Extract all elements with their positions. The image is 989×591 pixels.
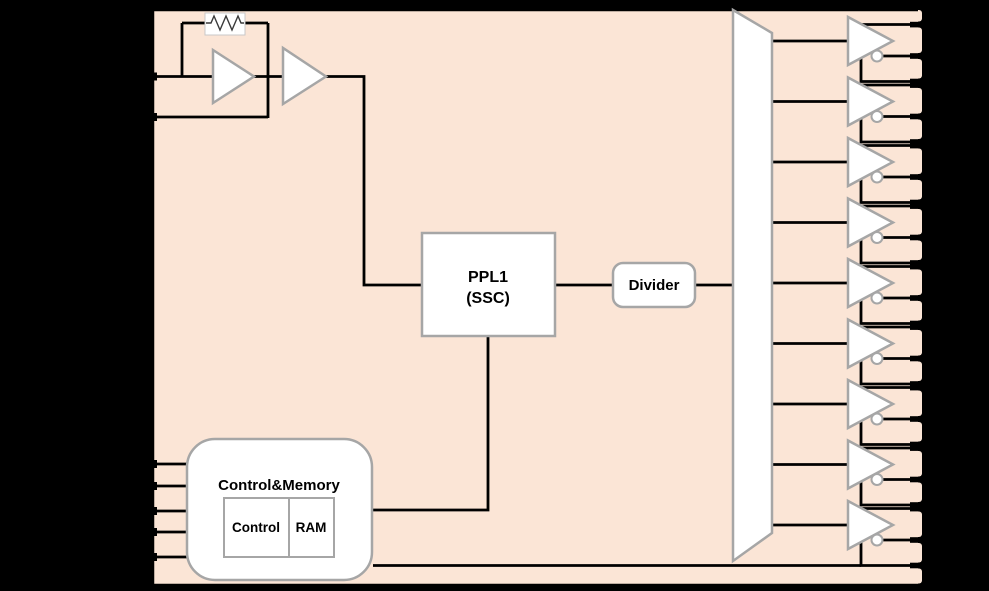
main-wires bbox=[373, 283, 861, 567]
divider-label: Divider bbox=[629, 277, 680, 294]
oscillator-section bbox=[150, 12, 422, 287]
osc-amp-triangle-icon bbox=[211, 47, 257, 106]
left-pins bbox=[149, 72, 190, 561]
control-to-pll-wire bbox=[373, 337, 490, 512]
control-ram-box bbox=[223, 497, 335, 558]
pin-pad bbox=[149, 528, 157, 536]
pin-pad bbox=[149, 113, 157, 121]
osc-to-pll-wire bbox=[325, 75, 422, 287]
pin-pad bbox=[149, 553, 157, 561]
pin-pad bbox=[149, 72, 157, 81]
divider-box bbox=[611, 261, 697, 309]
output-buffer-bank bbox=[770, 10, 924, 584]
pin-pad bbox=[149, 482, 157, 490]
ram-sub-label: RAM bbox=[296, 520, 327, 535]
divider-block: Divider bbox=[611, 261, 697, 309]
resistor bbox=[204, 12, 246, 36]
control-sub-label: Control bbox=[232, 520, 280, 535]
chip-border bbox=[148, 6, 918, 589]
control-memory-block: Control&Memory Control RAM bbox=[185, 437, 374, 582]
pin-pad bbox=[149, 460, 157, 468]
resistor-zigzag-icon bbox=[206, 14, 244, 32]
control-memory-title: Control&Memory bbox=[218, 477, 340, 494]
pll-label-line1: PPL1 bbox=[468, 269, 508, 286]
pin-tab bbox=[906, 568, 922, 584]
pll-label-line2: (SSC) bbox=[466, 290, 510, 307]
fanout-trapezoid-icon bbox=[731, 7, 774, 564]
pin-tab bbox=[906, 10, 922, 22]
pll-box bbox=[420, 231, 557, 338]
pin-pad bbox=[149, 507, 157, 515]
osc-buffer-triangle-icon bbox=[281, 45, 329, 107]
pll-block: PPL1 (SSC) bbox=[420, 231, 557, 338]
resistor-body bbox=[204, 12, 246, 36]
control-input-pins bbox=[149, 460, 190, 561]
